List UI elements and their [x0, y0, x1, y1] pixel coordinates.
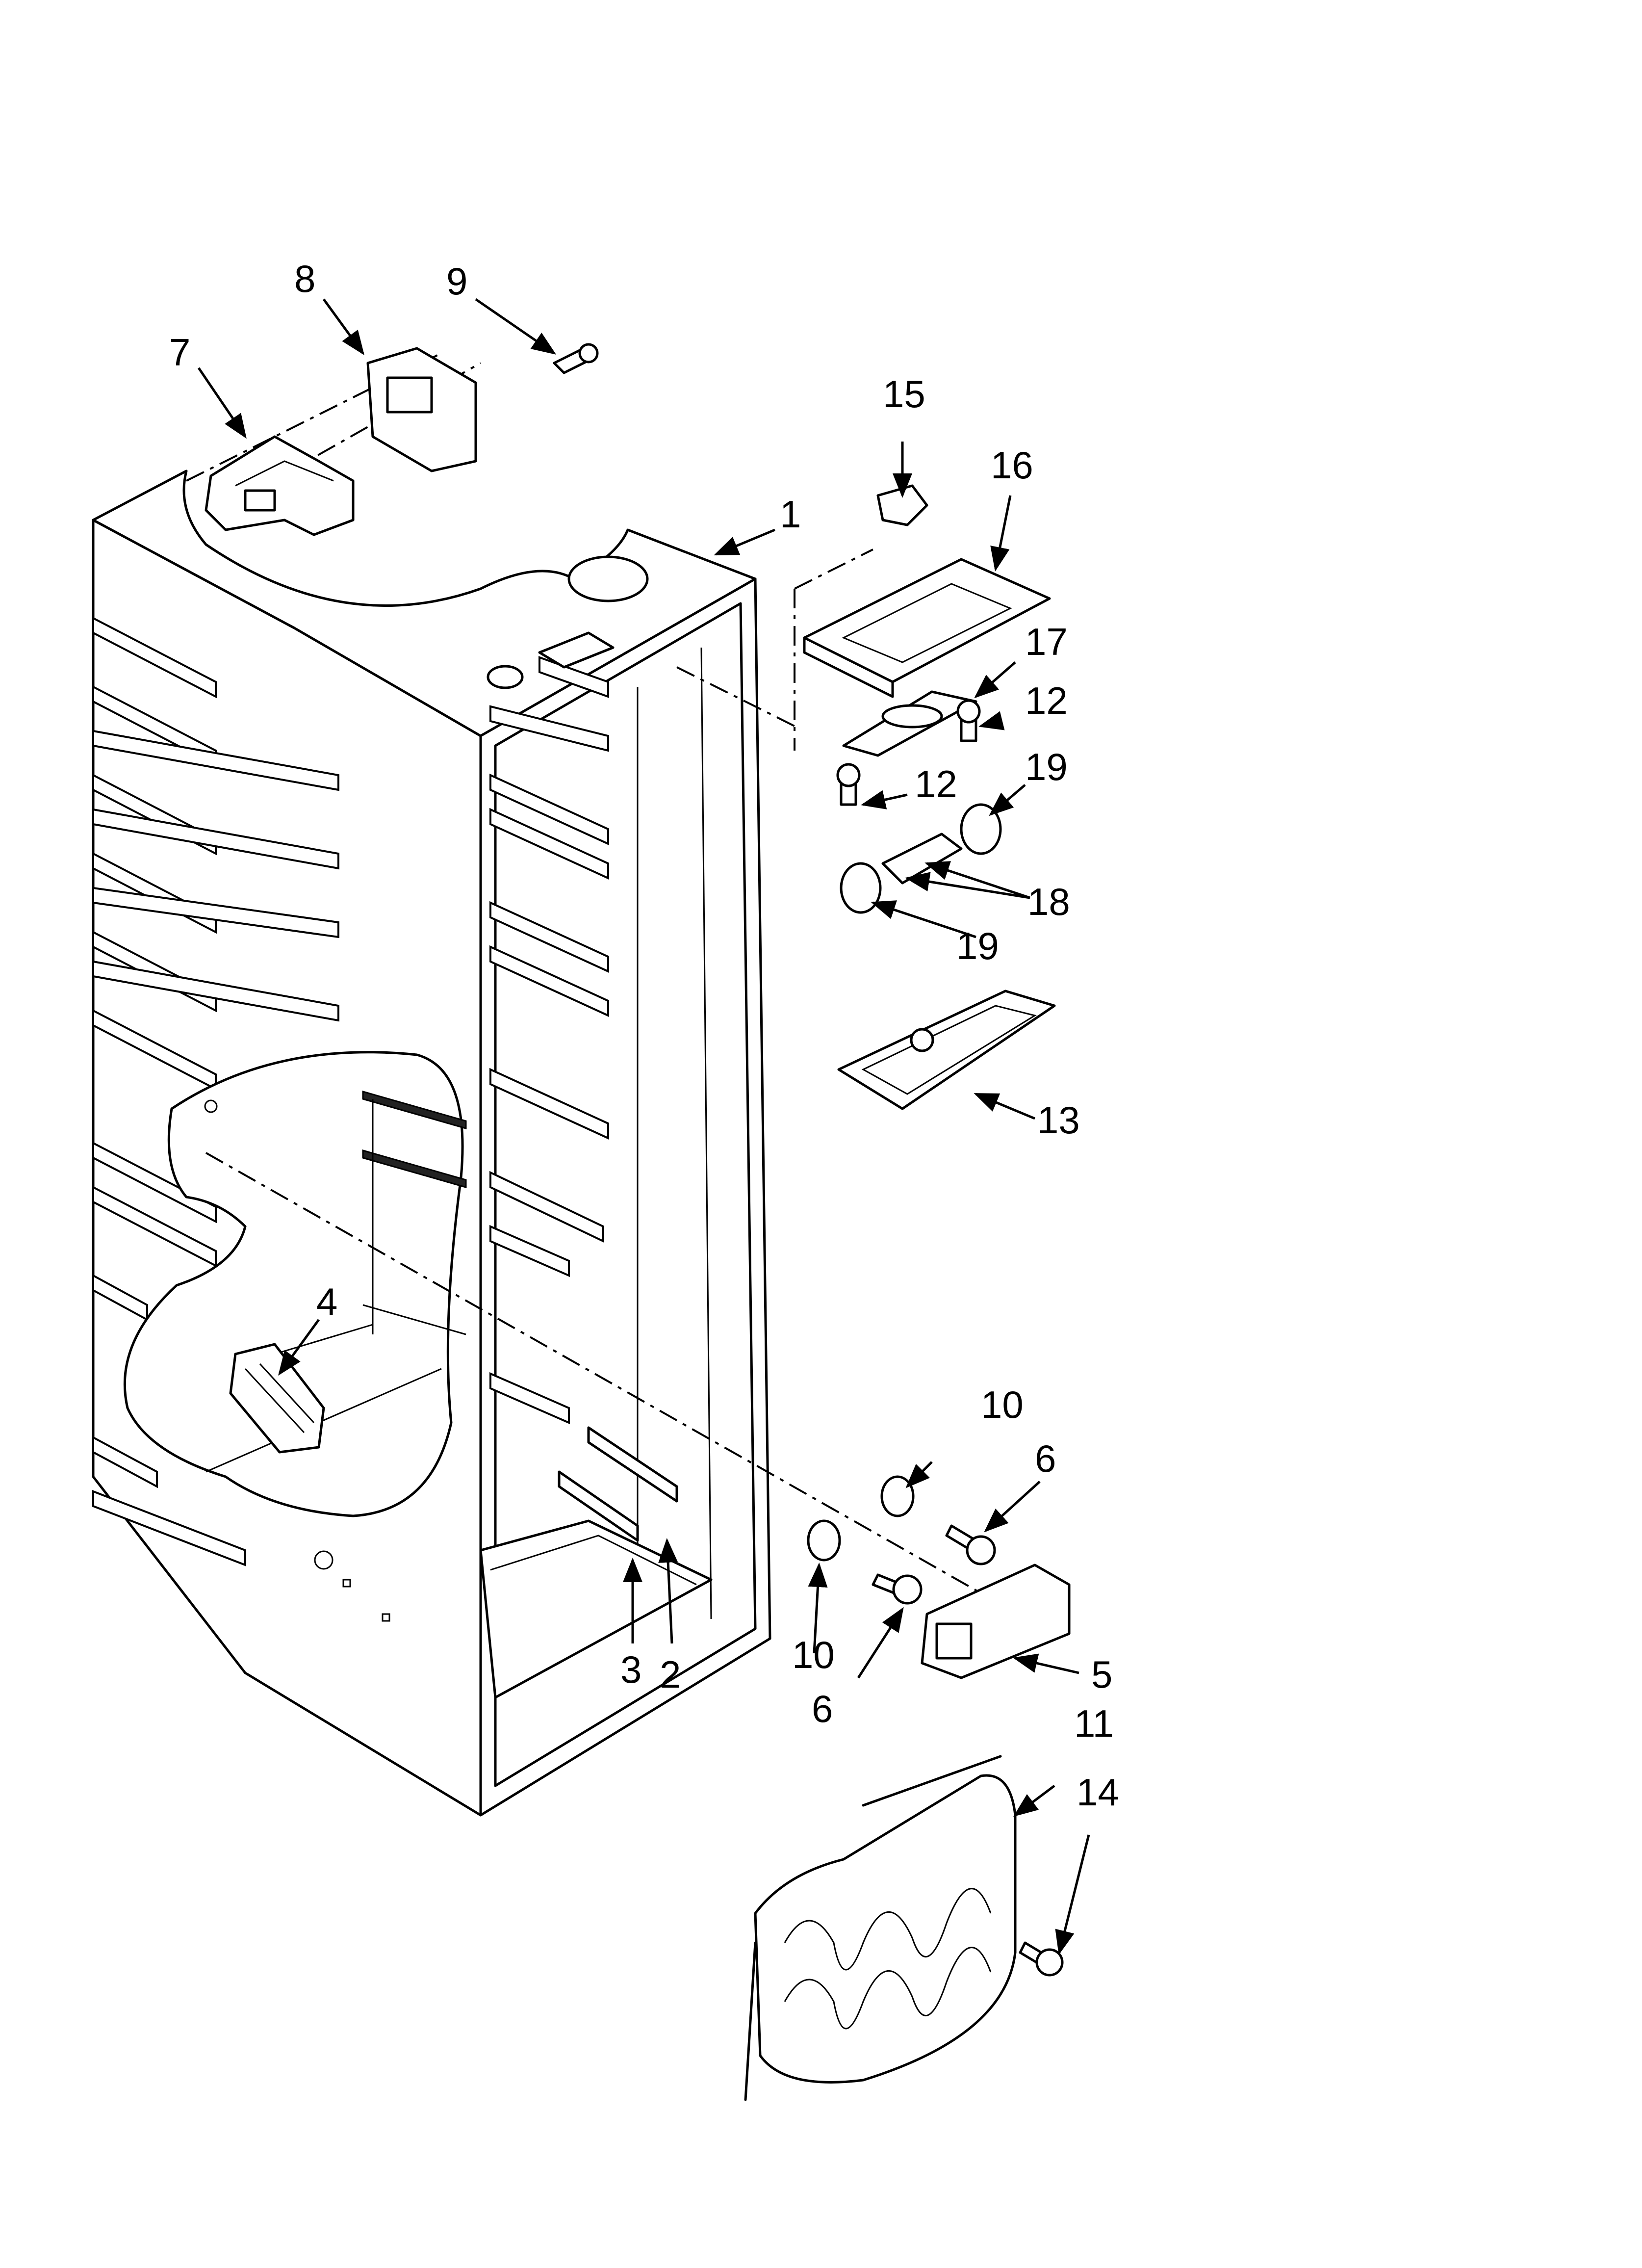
right-wall-shelf-ribs [489, 656, 609, 1425]
label-part-14: 14 [1077, 1771, 1119, 1814]
label-part-4: 4 [316, 1280, 337, 1323]
label-part-17: 17 [1025, 620, 1068, 663]
label-part-10a: 10 [981, 1383, 1024, 1426]
label-part-7: 7 [169, 331, 190, 374]
label-part-19b: 19 [956, 924, 999, 967]
light-shield [837, 990, 1056, 1110]
light-lens [842, 690, 977, 757]
screw [956, 699, 981, 742]
left-wall-shelf-ribs [92, 616, 339, 1566]
label-part-16: 16 [991, 443, 1033, 487]
screw [872, 1573, 923, 1605]
screw [836, 763, 861, 806]
lamp-socket [881, 833, 963, 885]
screw [945, 1524, 996, 1565]
screw [553, 343, 599, 374]
evaporator-coil [744, 1755, 1017, 2101]
label-part-5: 5 [1091, 1653, 1112, 1696]
crisper-bracket [558, 1426, 678, 1542]
label-part-10b: 10 [792, 1633, 835, 1676]
label-part-3: 3 [620, 1648, 641, 1691]
fitting [880, 1475, 915, 1517]
light-bulb [960, 803, 1002, 855]
label-part-6b: 6 [812, 1687, 833, 1730]
leader-arrows [197, 298, 1090, 1955]
light-housing [803, 558, 1051, 698]
drain-housing [921, 1564, 1071, 1679]
label-part-12a: 12 [1025, 679, 1068, 722]
label-part-1: 1 [780, 493, 801, 536]
label-part-11: 11 [1074, 1702, 1114, 1745]
label-part-19a: 19 [1025, 745, 1068, 788]
label-part-13: 13 [1037, 1098, 1080, 1142]
label-part-15: 15 [883, 372, 925, 416]
label-part-12b: 12 [915, 762, 957, 806]
cabinet-liner [92, 469, 771, 1817]
fitting [807, 1519, 841, 1562]
air-vent [229, 1343, 325, 1454]
label-part-9: 9 [446, 260, 467, 303]
label-part-2: 2 [660, 1653, 681, 1696]
label-part-18: 18 [1027, 880, 1070, 923]
label-part-8: 8 [294, 257, 315, 300]
mounting-bracket [366, 347, 477, 472]
light-bulb [840, 862, 882, 914]
part-number-labels: 1 2 3 4 5 6 6 7 8 9 10 10 11 12 12 13 14… [169, 257, 1119, 1814]
control-housing [205, 435, 355, 536]
label-part-6a: 6 [1035, 1437, 1056, 1480]
screw [1019, 1941, 1064, 1977]
